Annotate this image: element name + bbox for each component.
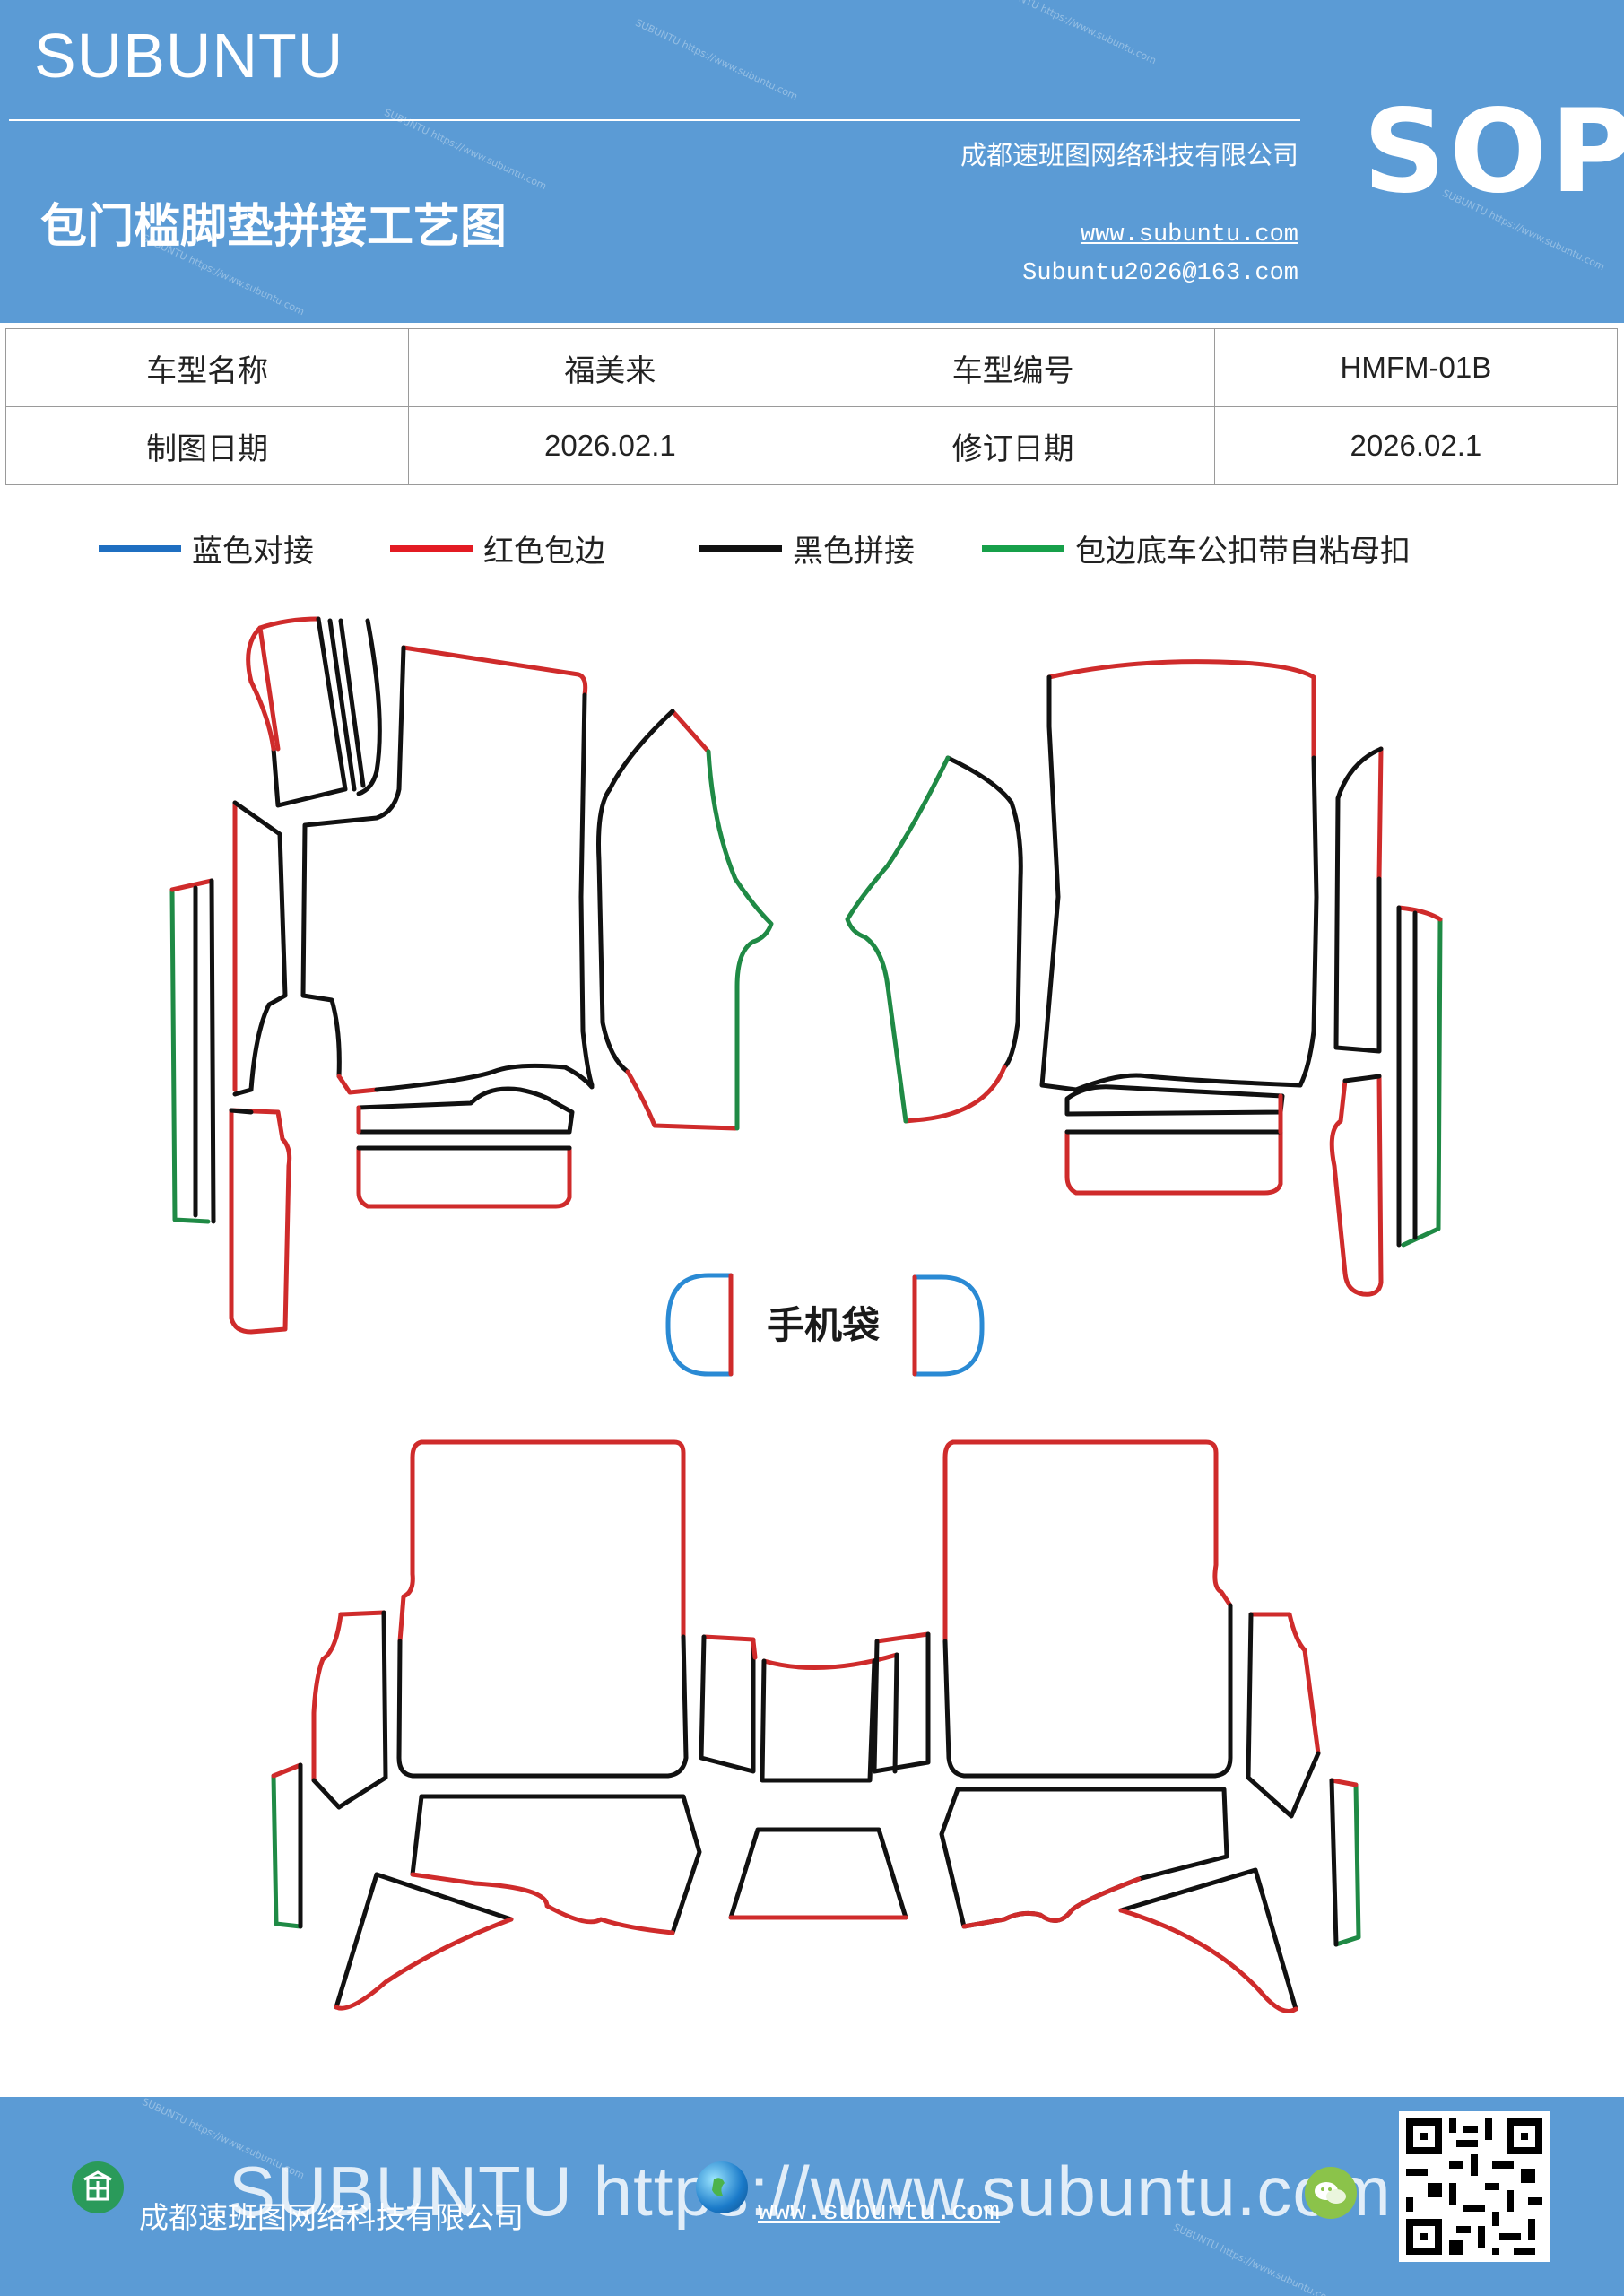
legend-item-green: 包边底车公扣带自粘母扣 bbox=[982, 526, 1411, 570]
mat-piece bbox=[338, 1610, 386, 1617]
mat-piece bbox=[761, 1652, 899, 1670]
company-name: 成都速班图网络科技有限公司 bbox=[960, 140, 1298, 170]
mat-piece bbox=[951, 1439, 1233, 1608]
globe-icon bbox=[696, 2161, 748, 2213]
mat-piece bbox=[271, 1773, 303, 1929]
email-address[interactable]: Subuntu2026@163.com bbox=[1022, 260, 1298, 287]
table-cell-value: 2026.02.1 bbox=[408, 406, 812, 485]
rear-pieces bbox=[271, 1439, 1361, 2013]
legend-swatch-green bbox=[982, 544, 1064, 552]
table-row: 制图日期 2026.02.1 修订日期 2026.02.1 bbox=[4, 406, 1619, 485]
mat-piece bbox=[939, 1787, 1229, 1929]
table-cell-value: 2026.02.1 bbox=[1213, 406, 1619, 485]
phone-bag-label: 手机袋 bbox=[767, 1303, 880, 1347]
table-cell-label: 车型名称 bbox=[4, 328, 410, 407]
legend-item-blue: 蓝色对接 bbox=[99, 526, 314, 570]
footer-banner: SUBUNTU https://www.subuntu.com SUBUNTU … bbox=[0, 2097, 1624, 2296]
mat-piece bbox=[401, 645, 588, 698]
mat-piece bbox=[229, 1108, 292, 1335]
qr-code bbox=[1399, 2111, 1550, 2262]
document-title: 包门槛脚垫拼接工艺图 bbox=[40, 200, 508, 254]
front-left-pieces bbox=[169, 616, 774, 1335]
legend-label: 红色包边 bbox=[483, 533, 605, 570]
table-cell-value: 福美来 bbox=[408, 328, 812, 407]
mat-piece bbox=[874, 1631, 931, 1644]
mat-piece bbox=[1401, 917, 1443, 1248]
table-cell-label: 车型编号 bbox=[811, 328, 1215, 407]
header-divider bbox=[9, 119, 1300, 121]
watermark-text: SUBUNTU https://www.subuntu.com bbox=[1171, 2221, 1338, 2296]
brand-name: SUBUNTU bbox=[34, 21, 344, 91]
vehicle-info-table: 车型名称 福美来 车型编号 HMFM-01B 制图日期 2026.02.1 修订… bbox=[4, 328, 1619, 485]
legend-item-red: 红色包边 bbox=[390, 526, 605, 570]
mat-piece bbox=[728, 1827, 908, 1920]
mat-piece bbox=[1376, 746, 1384, 882]
mat-piece bbox=[169, 887, 211, 1224]
legend-swatch-red bbox=[390, 544, 473, 552]
table-row: 车型名称 福美来 车型编号 HMFM-01B bbox=[4, 328, 1619, 407]
mat-piece bbox=[701, 1634, 756, 1642]
mat-piece bbox=[1329, 1074, 1384, 1297]
legend-swatch-blue bbox=[99, 544, 181, 552]
table-cell-label: 修订日期 bbox=[811, 406, 1215, 485]
table-cell-label: 制图日期 bbox=[4, 406, 410, 485]
legend-item-black: 黑色拼接 bbox=[699, 526, 915, 570]
header-banner: SUBUNTU https://www.subuntu.com SUBUNTU … bbox=[0, 0, 1624, 323]
mat-piece bbox=[1064, 1084, 1285, 1117]
legend-label: 包边底车公扣带自粘母扣 bbox=[1075, 533, 1411, 570]
building-icon bbox=[72, 2161, 124, 2213]
mat-piece bbox=[374, 1872, 514, 1922]
footer-website-link[interactable]: www.subuntu.com bbox=[758, 2197, 1001, 2228]
watermark-text: SUBUNTU https://www.subuntu.com bbox=[992, 0, 1159, 67]
legend-label: 蓝色对接 bbox=[192, 533, 314, 570]
legend-swatch-black bbox=[699, 544, 782, 552]
website-link[interactable]: www.subuntu.com bbox=[1080, 222, 1298, 248]
table-cell-value: HMFM-01B bbox=[1213, 328, 1619, 407]
phone-bag-right bbox=[912, 1274, 985, 1377]
front-right-pieces bbox=[845, 659, 1443, 1297]
mat-piece bbox=[1118, 1867, 1298, 2012]
wechat-icon bbox=[1305, 2167, 1357, 2219]
mat-piece bbox=[356, 1086, 575, 1135]
sop-badge: SOP bbox=[1363, 85, 1624, 219]
mat-piece bbox=[1333, 1782, 1361, 1947]
mat-piece bbox=[945, 755, 1023, 1070]
mat-piece bbox=[1046, 659, 1316, 761]
mat-piece bbox=[419, 1794, 702, 1935]
mat-piece bbox=[356, 1145, 572, 1209]
legend-label: 黑色拼接 bbox=[793, 533, 915, 570]
mat-piece bbox=[419, 1439, 686, 1639]
mat-piece bbox=[670, 709, 711, 754]
phone-bag-group: 手机袋 bbox=[665, 1273, 985, 1377]
watermark-text: SUBUNTU https://www.subuntu.com bbox=[633, 16, 800, 103]
mat-piece bbox=[1064, 1129, 1283, 1196]
footer-watermark-text: SUBUNTU https://www.subuntu.com bbox=[229, 2152, 1392, 2231]
mat-pattern-diagram: 手机袋 bbox=[169, 616, 1443, 2013]
mat-piece bbox=[1248, 1612, 1321, 1756]
footer-company-name: 成都速班图网络科技有限公司 bbox=[139, 2200, 524, 2235]
phone-bag-left bbox=[665, 1273, 734, 1377]
